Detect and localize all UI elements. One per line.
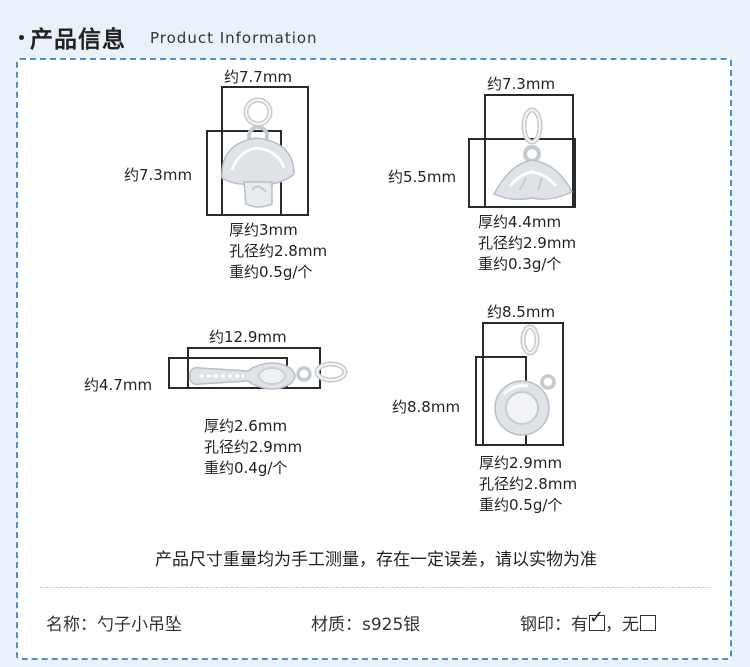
shell-pendant-image xyxy=(492,107,574,201)
height-label: 约4.7mm xyxy=(84,376,153,394)
bullet-dot xyxy=(19,35,24,40)
spec-block: 厚约3mm 孔径约2.8mm 重约0.5g/个 xyxy=(229,220,327,283)
thickness-text: 厚约2.9mm xyxy=(479,454,563,472)
bowl-pendant-image xyxy=(494,324,556,436)
width-label: 约7.3mm xyxy=(487,75,556,93)
mushroom-pendant-image xyxy=(221,97,295,208)
stamp-info: 钢印：有✓，无 xyxy=(520,608,656,635)
product-info-card: 约7.7mm 约7.3mm 厚约3mm 孔径约2.8mm 重约0.5g/个 约7… xyxy=(16,58,732,660)
weight-text: 重约0.4g/个 xyxy=(204,459,288,477)
hole-diameter-text: 孔径约2.9mm xyxy=(478,234,577,252)
section-title: 产品信息 xyxy=(30,27,126,53)
divider xyxy=(40,587,710,588)
height-dimension-box xyxy=(468,138,576,208)
hole-diameter-text: 孔径约2.9mm xyxy=(204,438,303,456)
spoon-pendant-image xyxy=(189,361,348,390)
weight-text: 重约0.3g/个 xyxy=(478,255,562,273)
thickness-text: 厚约3mm xyxy=(229,221,298,239)
width-label: 约12.9mm xyxy=(209,328,287,346)
thickness-text: 厚约2.6mm xyxy=(204,417,288,435)
height-label: 约8.8mm xyxy=(392,398,461,416)
height-label: 约7.3mm xyxy=(124,166,193,184)
section-subtitle: Product Information xyxy=(150,29,318,47)
height-label: 约5.5mm xyxy=(388,168,457,186)
measurement-disclaimer: 产品尺寸重量均为手工测量，存在一定误差，请以实物为准 xyxy=(155,550,597,570)
checked-box-icon: ✓ xyxy=(589,608,605,631)
spec-block: 厚约2.6mm 孔径约2.9mm 重约0.4g/个 xyxy=(204,416,302,479)
stamp-no-label: ，无 xyxy=(605,615,639,635)
hole-diameter-text: 孔径约2.8mm xyxy=(229,242,328,260)
width-label: 约8.5mm xyxy=(487,303,556,321)
spec-block: 厚约4.4mm 孔径约2.9mm 重约0.3g/个 xyxy=(478,212,576,275)
empty-checkbox-icon xyxy=(640,615,656,631)
section-header: 产品信息 Product Information xyxy=(0,0,750,53)
weight-text: 重约0.5g/个 xyxy=(479,496,563,514)
product-name: 名称：勺子小吊坠 xyxy=(46,615,182,635)
stamp-label: 钢印： xyxy=(520,615,571,635)
thickness-text: 厚约4.4mm xyxy=(478,213,562,231)
hole-diameter-text: 孔径约2.8mm xyxy=(479,475,578,493)
stamp-yes-label: 有 xyxy=(571,615,588,635)
width-label: 约7.7mm xyxy=(224,68,293,86)
material-info: 材质：s925银 xyxy=(311,615,421,635)
weight-text: 重约0.5g/个 xyxy=(229,263,313,281)
spec-block: 厚约2.9mm 孔径约2.8mm 重约0.5g/个 xyxy=(479,453,577,516)
